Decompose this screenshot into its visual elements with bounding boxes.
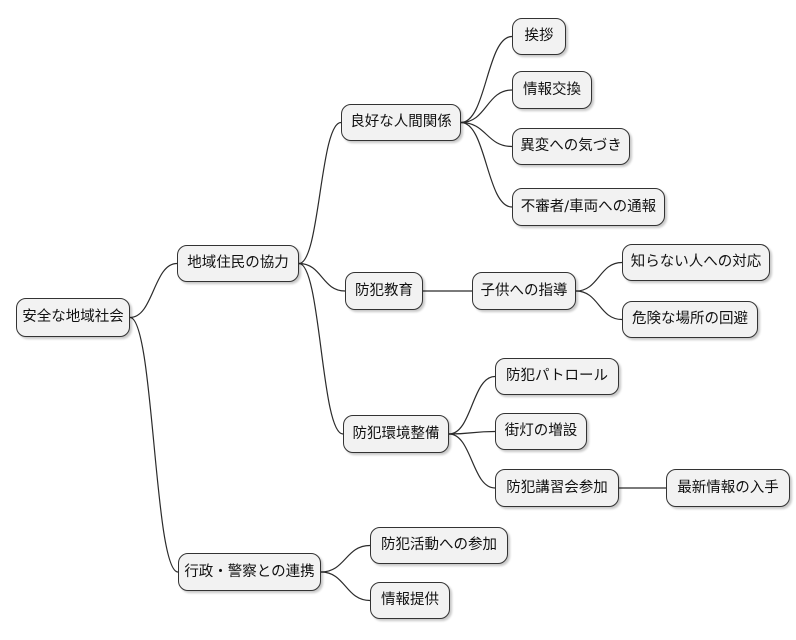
mindmap-node-patrol: 防犯パトロール	[495, 358, 619, 395]
edge-relations-to-reporting	[460, 121, 513, 208]
mindmap-node-education: 防犯教育	[345, 272, 423, 310]
edge-guidance-to-avoidance	[575, 290, 623, 321]
mindmap-node-strangers: 知らない人への対応	[622, 244, 770, 281]
edge-admin-police-to-info-provision	[320, 571, 371, 602]
edge-root-to-cooperation	[129, 262, 178, 319]
mindmap-node-admin-police: 行政・警察との連携	[178, 553, 321, 591]
mindmap-node-environment: 防犯環境整備	[343, 415, 449, 453]
edge-guidance-to-strangers	[575, 261, 623, 292]
edge-environment-to-patrol	[448, 375, 496, 435]
mindmap-node-info-exchange: 情報交換	[512, 71, 592, 109]
edge-relations-to-noticing	[460, 121, 513, 148]
mindmap-node-avoidance: 危険な場所の回避	[622, 301, 758, 338]
edge-root-to-admin-police	[129, 316, 179, 573]
mindmap-node-lecture: 防犯講習会参加	[495, 469, 619, 507]
mindmap-node-relations: 良好な人間関係	[341, 104, 461, 141]
edge-relations-to-info-exchange	[460, 89, 513, 124]
edge-admin-police-to-participation	[320, 544, 371, 573]
mindmap-node-info-provision: 情報提供	[370, 582, 450, 619]
edge-cooperation-to-education	[298, 262, 346, 292]
edge-cooperation-to-environment	[298, 262, 344, 435]
mindmap-node-guidance: 子供への指導	[472, 272, 576, 310]
edge-environment-to-streetlights	[448, 430, 496, 435]
mindmap-node-greeting: 挨拶	[512, 18, 566, 55]
edge-environment-to-lecture	[448, 433, 496, 489]
mindmap-node-root: 安全な地域社会	[16, 298, 130, 337]
mindmap-node-participation: 防犯活動への参加	[370, 527, 508, 564]
mindmap-node-latest-info: 最新情報の入手	[666, 469, 790, 507]
mindmap-node-reporting: 不審者/車両への通報	[512, 188, 665, 226]
mindmap-node-cooperation: 地域住民の協力	[177, 245, 299, 282]
edge-cooperation-to-relations	[298, 121, 342, 265]
edge-relations-to-greeting	[460, 35, 513, 124]
mindmap-node-noticing: 異変への気づき	[512, 128, 630, 165]
mindmap-node-streetlights: 街灯の増設	[495, 413, 587, 450]
